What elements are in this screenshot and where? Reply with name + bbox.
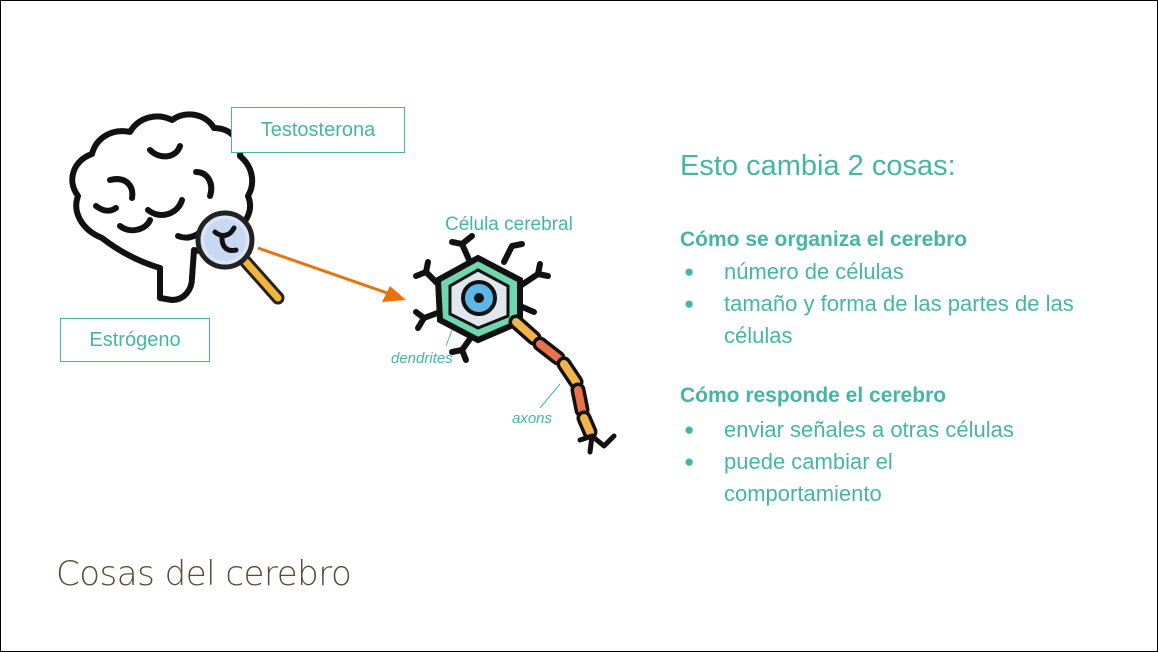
section1-title: Cómo se organiza el cerebro: [680, 228, 968, 251]
testosterone-label: Testosterona: [231, 107, 405, 153]
list-item: número de células: [680, 256, 1120, 288]
list-item: tamaño y forma de las partes de las célu…: [680, 288, 1104, 352]
cell-title: Célula cerebral: [445, 214, 573, 235]
list-item: enviar señales a otras células: [680, 414, 1120, 446]
section1-list: número de células tamaño y forma de las …: [680, 256, 1120, 352]
dendrites-label: dendrites: [391, 350, 453, 367]
neuron-icon: [413, 233, 617, 455]
list-item: puede cambiar el comportamiento: [680, 446, 984, 510]
slide-title: Cosas del cerebro: [56, 554, 352, 594]
arrow-icon: [257, 246, 406, 302]
content-heading: Esto cambia 2 cosas:: [680, 150, 956, 182]
section2-title: Cómo responde el cerebro: [680, 384, 947, 407]
estrogen-label: Estrógeno: [60, 318, 210, 362]
axons-label: axons: [512, 410, 553, 427]
brain-icon: [69, 111, 256, 303]
magnifying-glass-icon: [195, 210, 285, 305]
section2-list: enviar señales a otras células puede cam…: [680, 414, 1120, 510]
